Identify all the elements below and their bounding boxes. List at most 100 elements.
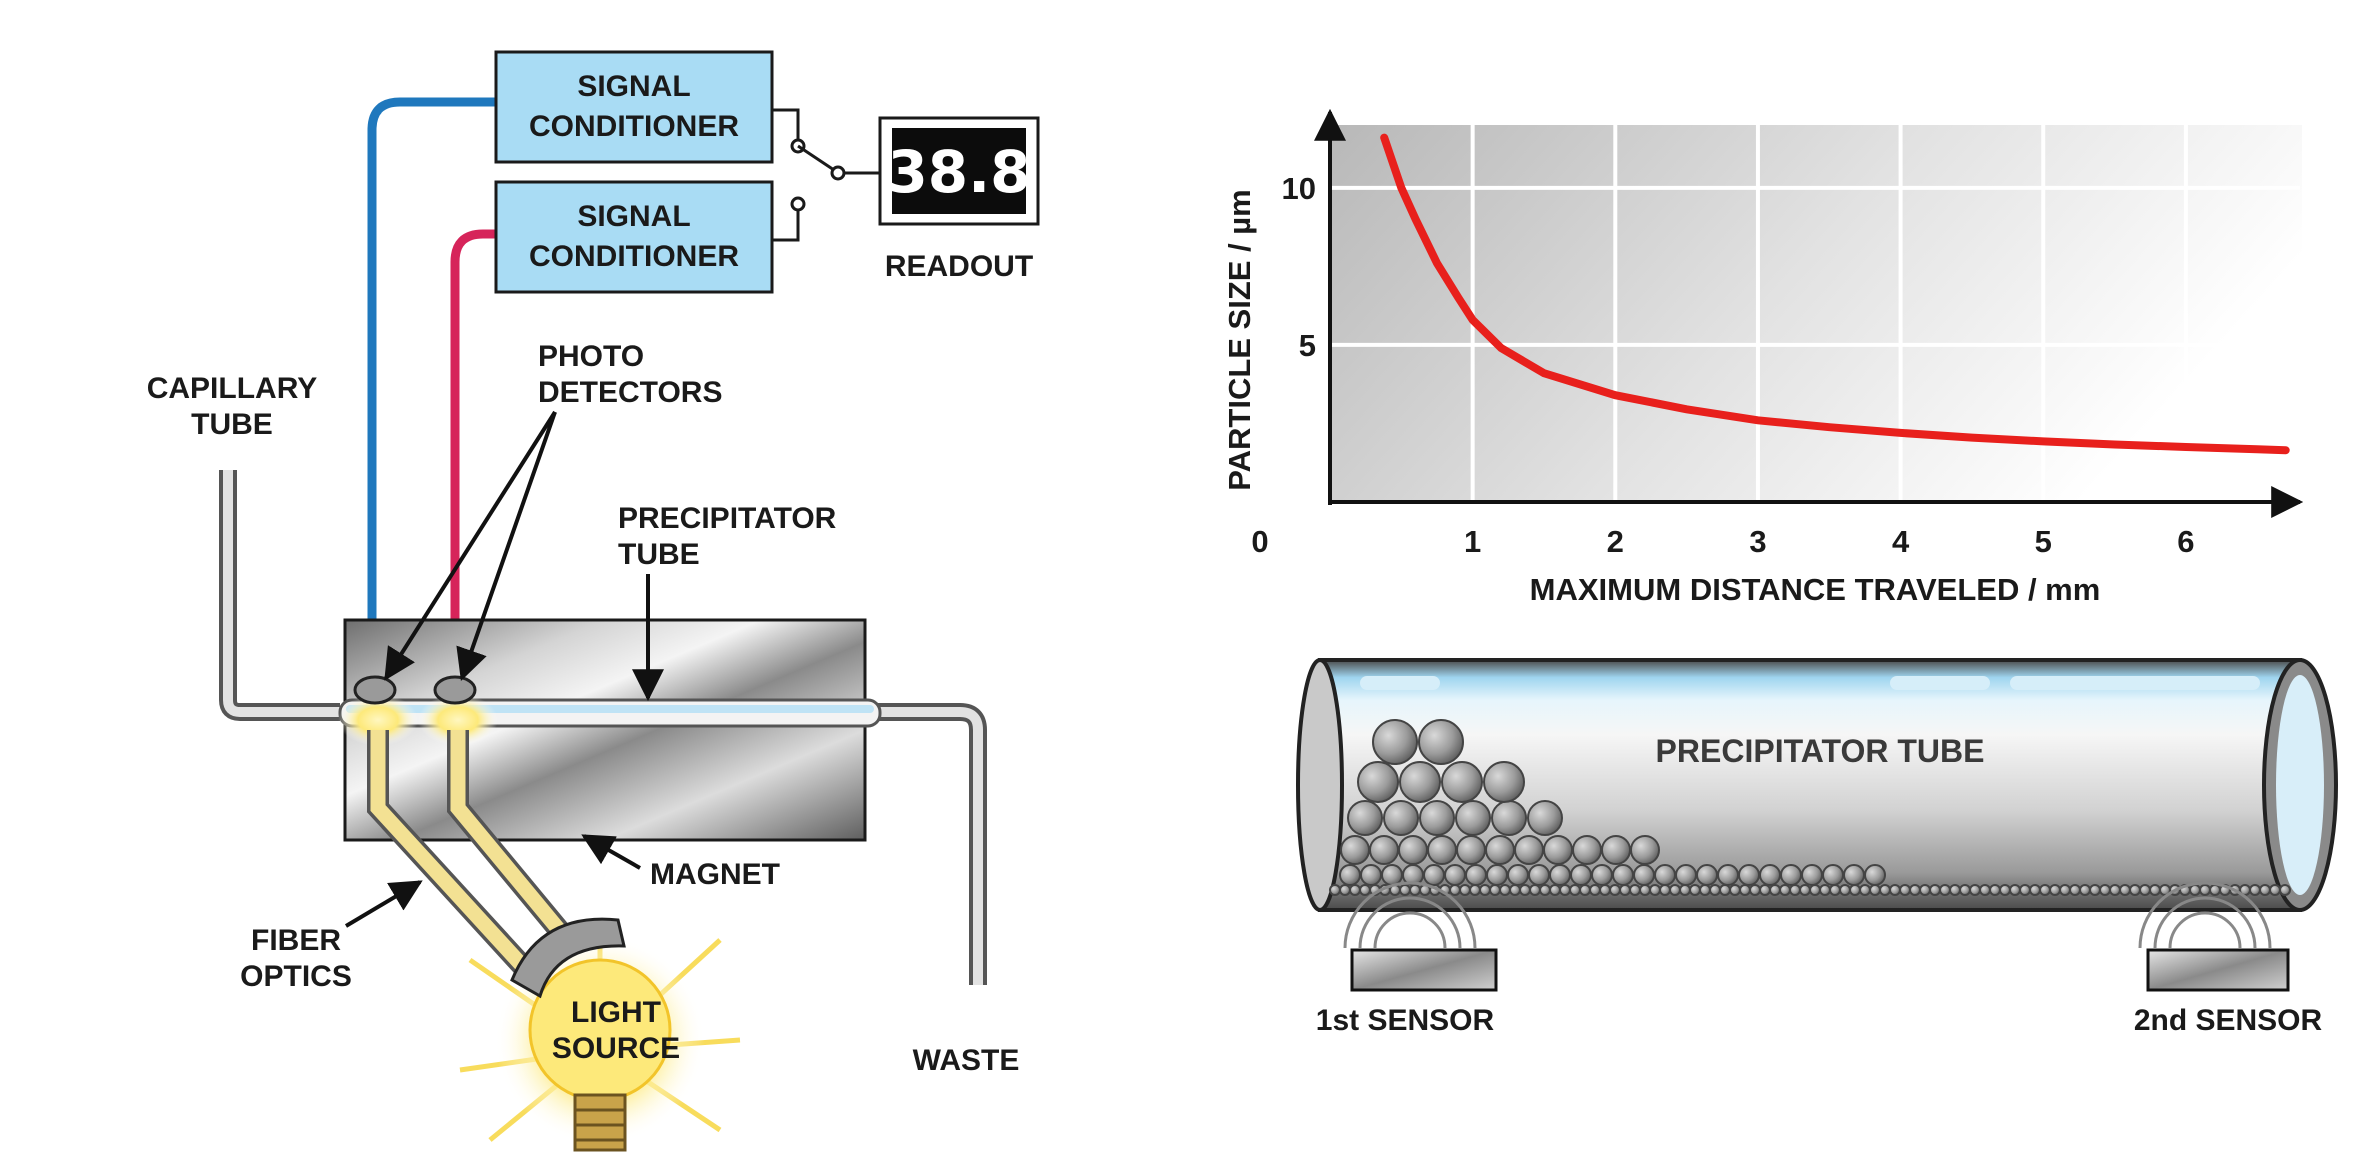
particle <box>2009 884 2021 896</box>
particle <box>1489 884 1501 896</box>
particle <box>2199 884 2211 896</box>
particle <box>1449 884 1461 896</box>
particle <box>1527 800 1563 836</box>
particle <box>1465 864 1487 886</box>
particle <box>1569 884 1581 896</box>
particle <box>2149 884 2161 896</box>
particle <box>1879 884 1891 896</box>
particle <box>1759 884 1771 896</box>
particle <box>1601 835 1631 865</box>
particle <box>1570 864 1592 886</box>
particle <box>1809 884 1821 896</box>
particle <box>1456 835 1486 865</box>
particle <box>1979 884 1991 896</box>
particle <box>1469 884 1481 896</box>
particle <box>2119 884 2131 896</box>
particle <box>1989 884 2001 896</box>
y-tick-label: 10 <box>1282 171 1316 206</box>
particle <box>1423 864 1445 886</box>
particle <box>1729 884 1741 896</box>
particle <box>1949 884 1961 896</box>
capillary-tube-line2: TUBE <box>191 408 273 441</box>
x-tick-label: 0 <box>1251 524 1268 559</box>
particle <box>1696 864 1718 886</box>
particle <box>1572 835 1602 865</box>
particle <box>1372 719 1418 765</box>
particle <box>2279 884 2291 896</box>
particle <box>1829 884 1841 896</box>
particle <box>1779 884 1791 896</box>
particle <box>1455 800 1491 836</box>
particle <box>1738 864 1760 886</box>
particle <box>1459 884 1471 896</box>
particle <box>2209 884 2221 896</box>
particle <box>2099 884 2111 896</box>
conditioner-top-line1: SIGNAL <box>577 70 690 103</box>
particle <box>1359 884 1371 896</box>
particle <box>1864 864 1886 886</box>
y-axis-title: PARTICLE SIZE / µm <box>1222 189 1257 490</box>
sensor1-label: 1st SENSOR <box>1316 1004 1495 1037</box>
particle <box>1347 800 1383 836</box>
particle <box>1801 864 1823 886</box>
blue-signal-wire <box>367 97 496 670</box>
particle <box>1491 800 1527 836</box>
second-sensor <box>2138 881 2290 992</box>
particle <box>1444 864 1466 886</box>
particle <box>2089 884 2101 896</box>
particle <box>1929 884 1941 896</box>
sensor2-label: 2nd SENSOR <box>2134 1004 2323 1037</box>
particle <box>1399 884 1411 896</box>
photo-detector-arrow-1 <box>384 410 557 681</box>
particle <box>1739 884 1751 896</box>
particle <box>1427 835 1457 865</box>
tube-label: PRECIPITATOR TUBE <box>1656 733 1985 769</box>
photo-detectors-line1: PHOTO <box>538 340 644 373</box>
particle <box>1769 884 1781 896</box>
particle <box>1509 884 1521 896</box>
particle <box>1849 884 1861 896</box>
particle <box>1349 884 1361 896</box>
conditioner-top-line2: CONDITIONER <box>529 110 739 143</box>
x-tick-label: 2 <box>1607 524 1624 559</box>
particle <box>1441 761 1483 803</box>
particle <box>1699 884 1711 896</box>
x-tick-label: 5 <box>2035 524 2052 559</box>
particle <box>1629 884 1641 896</box>
x-tick-label: 6 <box>2177 524 2194 559</box>
particle <box>1799 884 1811 896</box>
fiber-optics-arrow <box>344 880 423 928</box>
particle <box>1418 719 1464 765</box>
particle <box>1483 761 1525 803</box>
particle <box>2109 884 2121 896</box>
fiber-optics-line2: OPTICS <box>240 960 352 993</box>
waste-tube <box>870 703 987 985</box>
particle <box>1360 864 1382 886</box>
particle <box>1969 884 1981 896</box>
waste-label: WASTE <box>913 1044 1020 1077</box>
particle <box>1659 884 1671 896</box>
particle <box>1369 835 1399 865</box>
particle <box>1639 884 1651 896</box>
light-source-line2: SOURCE <box>552 1032 680 1065</box>
signal-conditioner-bottom: SIGNAL CONDITIONER <box>494 180 774 294</box>
particle <box>1899 884 1911 896</box>
particle <box>2029 884 2041 896</box>
particle <box>1549 864 1571 886</box>
x-axis-title: MAXIMUM DISTANCE TRAVELED / mm <box>1530 572 2101 607</box>
particle <box>1619 884 1631 896</box>
particle <box>1689 884 1701 896</box>
particle <box>1486 864 1508 886</box>
conditioner-bottom-line1: SIGNAL <box>577 200 690 233</box>
particle <box>1340 835 1370 865</box>
particle <box>1822 864 1844 886</box>
particle <box>1528 864 1550 886</box>
particle <box>1591 864 1613 886</box>
particle <box>1939 884 1951 896</box>
tube-left-end <box>1296 658 1344 912</box>
particle <box>1519 884 1531 896</box>
particle <box>1329 884 1341 896</box>
particle <box>1749 884 1761 896</box>
